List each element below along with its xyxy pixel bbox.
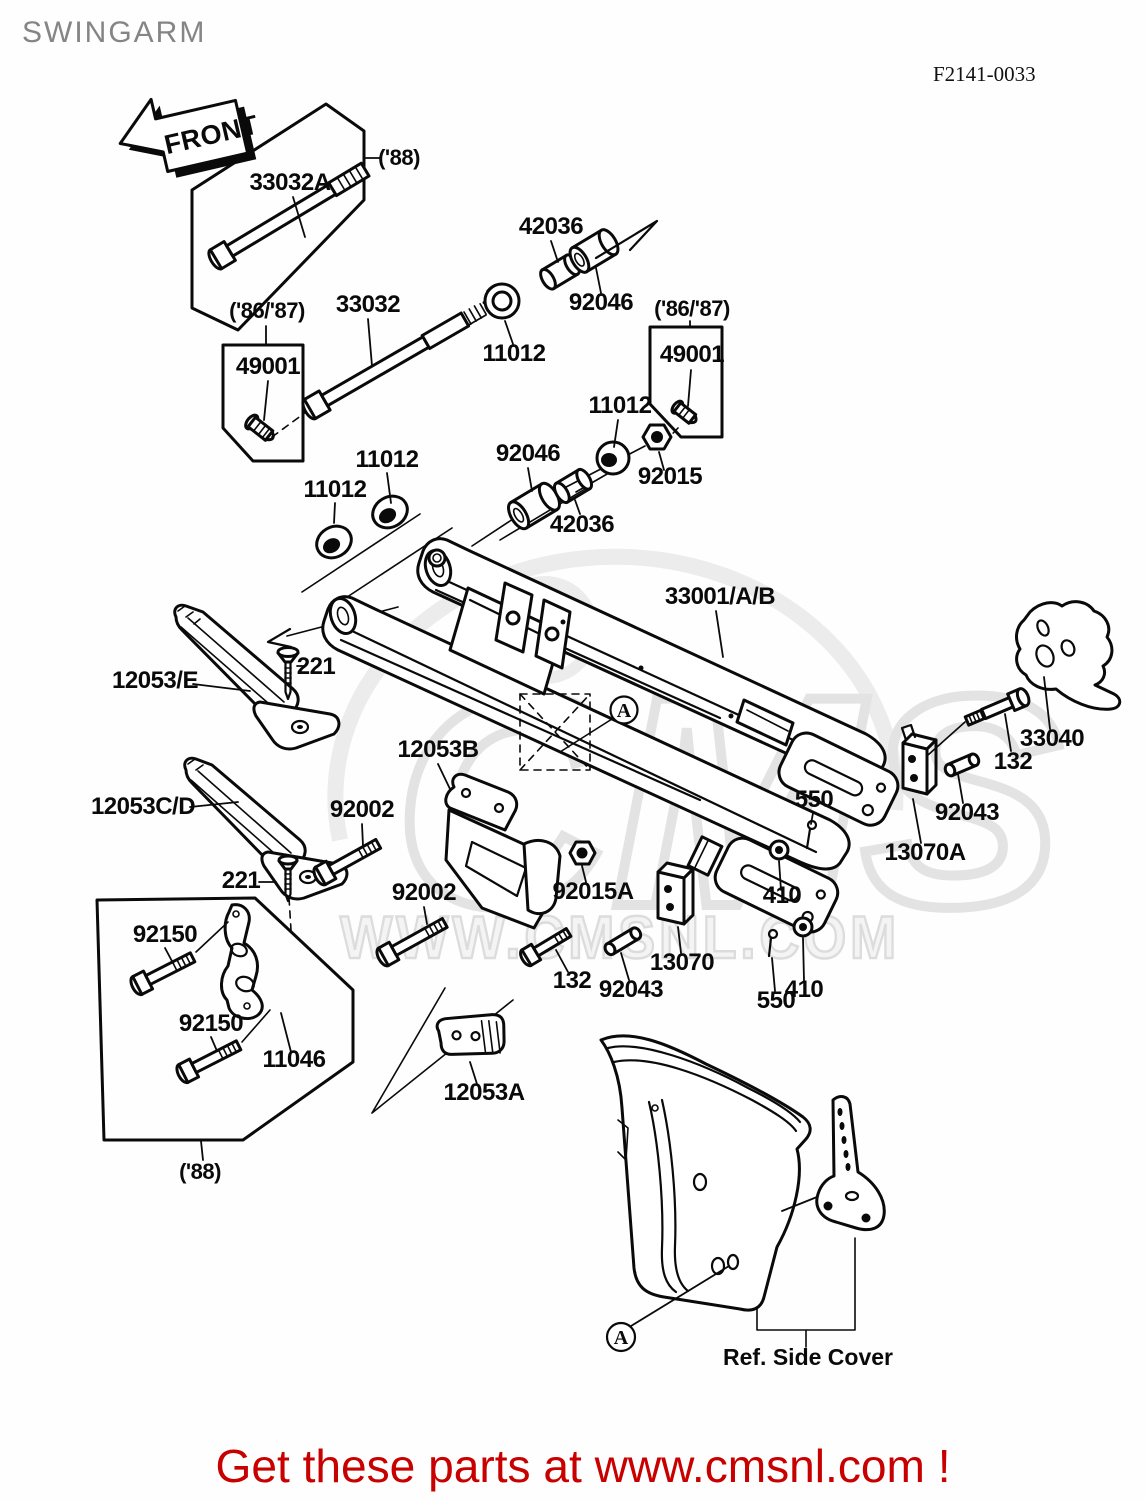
label-92150-35: 92150 <box>179 1010 243 1037</box>
view-marker-a-mid <box>559 695 639 753</box>
seal-11012-left1-drawing <box>315 524 353 560</box>
pin-550-bottom-drawing <box>767 928 779 958</box>
washer-410-1-drawing <box>768 839 790 861</box>
wedge-12053A-drawing <box>435 1013 506 1056</box>
pin-92043-mid-drawing <box>603 926 643 957</box>
bearing-11012-upper-drawing <box>483 282 521 320</box>
chain-guide-12053E-drawing <box>173 603 341 751</box>
screw-221-bottom-drawing <box>277 854 299 903</box>
label-550-37: 550 <box>757 987 796 1014</box>
box-88-top <box>190 102 371 332</box>
label-132-33: 132 <box>553 967 592 994</box>
part-labels-layer: 33032A ('88) 42036 92046 ('86/'87) 33032 11012… <box>91 145 1085 1370</box>
bolt-49001-left-drawing <box>244 413 275 442</box>
label-221-29: 221 <box>222 867 261 894</box>
nut-92015A-drawing <box>568 840 597 866</box>
axle-plate-lower-drawing <box>713 836 840 934</box>
page-title: SWINGARM <box>22 16 206 49</box>
label-49001-8: 49001 <box>236 353 300 380</box>
nut-92015-drawing <box>641 423 673 451</box>
collar-42036-upper-drawing <box>539 253 581 291</box>
pivot-pointer-arrowhead <box>266 627 293 649</box>
label-88-1: ('88) <box>378 145 420 170</box>
label-refsidecover-41: Ref. Side Cover <box>723 1344 893 1370</box>
bolt-92150-2-drawing <box>175 1039 243 1085</box>
label-a-42: A <box>617 700 632 722</box>
bolt-92002-1-drawing <box>312 837 383 887</box>
guard-33040-drawing <box>1015 600 1122 711</box>
label-12053e-17: 12053/E <box>112 667 198 694</box>
footer-promo: Get these parts at www.cmsnl.com ! <box>216 1440 951 1492</box>
bolt-33032A-drawing <box>207 161 371 271</box>
box-86-87-right <box>648 325 724 439</box>
side-cover-drawing <box>599 1034 812 1312</box>
label-88-40: ('88) <box>179 1159 221 1184</box>
label-221-18: 221 <box>297 653 336 680</box>
diagram-code: F2141-0033 <box>933 62 1036 86</box>
label-92150-30: 92150 <box>133 921 197 948</box>
pin-92043-right-drawing <box>943 752 981 778</box>
adjuster-13070-drawing <box>656 861 695 926</box>
label-92002-23: 92002 <box>330 796 394 823</box>
label-410-31: 410 <box>763 882 802 909</box>
label-8687-4: ('86/'87) <box>229 298 305 323</box>
seal-11012-right-drawing <box>595 440 631 476</box>
label-33032-5: 33032 <box>336 291 400 318</box>
side-cover-bracket-drawing <box>815 1095 886 1232</box>
label-a-43: A <box>614 1327 629 1349</box>
label-8687-7: ('86/'87) <box>654 296 730 321</box>
label-410-36: 410 <box>785 976 824 1003</box>
label-13070a-26: 13070A <box>884 839 965 866</box>
label-11012-13: 11012 <box>356 446 419 473</box>
label-92043-34: 92043 <box>599 976 663 1003</box>
label-12053cd-21: 12053C/D <box>91 793 195 820</box>
collar-42036-lower-drawing <box>552 467 594 505</box>
front-direction-badge: FRONT <box>118 97 261 178</box>
label-11012-14: 11012 <box>304 476 367 503</box>
bolt-49001-right-drawing <box>670 399 698 425</box>
bolt-92150-1-drawing <box>129 951 197 997</box>
label-92015a-28: 92015A <box>552 878 633 905</box>
pivot-bushing-assembly-lower <box>315 423 673 560</box>
label-11046-38: 11046 <box>263 1046 326 1073</box>
label-33040-19: 33040 <box>1020 725 1084 752</box>
exploded-axis-lines <box>286 314 966 1348</box>
label-92046-11: 92046 <box>496 440 560 467</box>
adjuster-13070A-drawing <box>900 723 938 796</box>
label-42036-2: 42036 <box>519 213 583 240</box>
seal-11012-left2-drawing <box>371 494 409 530</box>
screw-221-top-drawing <box>276 646 300 701</box>
label-132-20: 132 <box>994 748 1033 775</box>
label-550-24: 550 <box>795 786 834 813</box>
axle-block-drawing <box>686 835 724 877</box>
bracket-11046-drawing <box>220 903 264 1020</box>
bolt-92002-2-drawing <box>375 917 449 968</box>
label-11012-10: 11012 <box>589 392 652 419</box>
label-leader-lines <box>164 157 1051 1327</box>
label-13070-32: 13070 <box>650 949 714 976</box>
label-42036-15: 42036 <box>550 511 614 538</box>
guide-12053B-drawing <box>444 772 562 930</box>
box-86-87-left <box>221 343 305 463</box>
bolt-132-mid-drawing <box>519 927 573 968</box>
swingarm-33001-drawing <box>321 537 900 934</box>
bolt-132-right-drawing <box>963 687 1031 727</box>
label-92046-3: 92046 <box>569 289 633 316</box>
label-92043-25: 92043 <box>935 799 999 826</box>
assembly-direction-arrow <box>594 219 659 260</box>
pivot-shaft-assembly-upper <box>301 219 659 421</box>
label-33032a-0: 33032A <box>249 169 330 196</box>
label-12053a-39: 12053A <box>443 1079 524 1106</box>
label-49001-9: 49001 <box>660 341 724 368</box>
label-92015-12: 92015 <box>638 463 702 490</box>
view-marker-a-bottom <box>605 1321 637 1353</box>
washer-410-2-drawing <box>792 916 814 938</box>
box-88-bottom <box>95 896 355 1142</box>
label-92002-27: 92002 <box>392 879 456 906</box>
label-12053b-22: 12053B <box>397 736 478 763</box>
label-33001ab-16: 33001/A/B <box>665 583 775 610</box>
axle-plate-upper-drawing <box>777 731 900 827</box>
label-11012-6: 11012 <box>483 340 546 367</box>
